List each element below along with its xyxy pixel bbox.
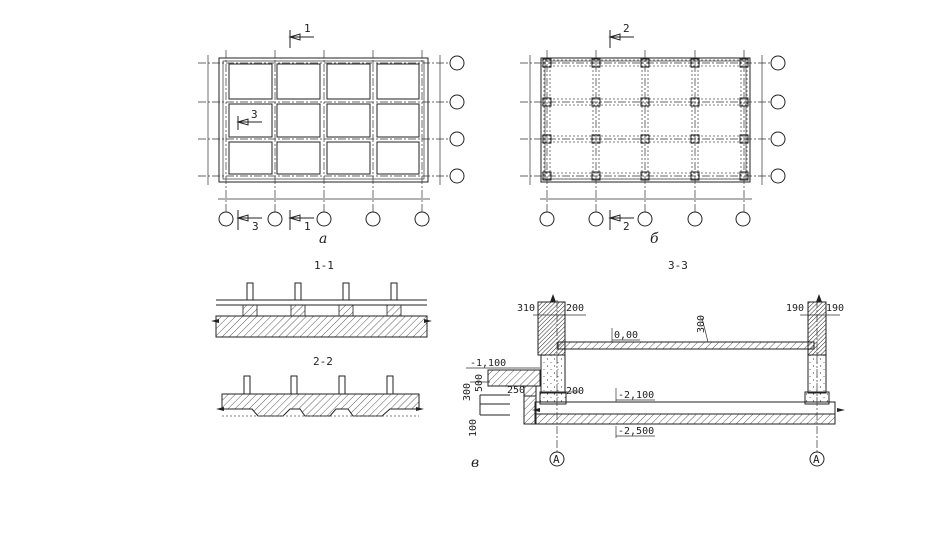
- axis-bubble: [588, 211, 604, 227]
- column-stubs: [243, 375, 394, 395]
- dimension-label: 310: [517, 303, 535, 314]
- plan-a: 1 1 3 3 а: [198, 22, 465, 247]
- cut-marker-2-bottom: 2: [608, 210, 634, 233]
- axis-bubble: [770, 131, 786, 147]
- section-title: 1-1: [314, 259, 334, 272]
- cut-marker-3-left: 3: [236, 108, 262, 130]
- section-1-1: 1-1: [211, 259, 432, 338]
- cut-marker-1-bottom: 1: [288, 210, 314, 233]
- dimension-label: 200: [566, 303, 584, 314]
- cut-marker-2-top: 2: [608, 22, 634, 48]
- dimension-label: 200: [566, 386, 584, 397]
- axis-bubble: [449, 94, 465, 110]
- axis-label: А: [553, 453, 560, 466]
- axis-bubble: [809, 451, 825, 467]
- axis-bubble: [414, 211, 430, 227]
- dimension-label: 500: [474, 374, 485, 392]
- cut-label: 3: [252, 220, 259, 233]
- section-2-2: 2-2: [216, 355, 424, 417]
- cut-label: 2: [623, 22, 630, 35]
- axis-bubble: [267, 211, 283, 227]
- cut-label: 1: [304, 22, 311, 35]
- axis-bubble: [770, 55, 786, 71]
- axis-bubble: [637, 211, 653, 227]
- axis-bubble: [449, 131, 465, 147]
- cut-marker-1-top: 1: [288, 22, 314, 48]
- cut-marker-3-bottom: 3: [236, 210, 262, 233]
- axis-bubble: [770, 168, 786, 184]
- axis-bubble: [770, 94, 786, 110]
- column-stubs: [246, 282, 398, 301]
- axis-bubble: [218, 211, 234, 227]
- level-label: 0,00: [614, 330, 638, 341]
- axis-bubble: [449, 168, 465, 184]
- dimension-label: 100: [468, 419, 479, 437]
- section-title: 2-2: [313, 355, 333, 368]
- section-c-caption: в: [471, 455, 479, 471]
- plan-b-caption: б: [650, 231, 659, 247]
- ribs: [242, 304, 402, 317]
- axis-bubble: [687, 211, 703, 227]
- level-label: -2,500: [618, 426, 654, 437]
- dimension-label: 300: [696, 315, 707, 333]
- dimension-label: 190: [786, 303, 804, 314]
- plan-a-axes: [198, 50, 450, 215]
- dimension-lines: [466, 314, 840, 438]
- section-3-3: 3-3 А А: [462, 259, 845, 471]
- axis-bubble: [365, 211, 381, 227]
- cut-label: 3: [251, 108, 258, 121]
- axis-bubble: [735, 211, 751, 227]
- plan-a-cells: [228, 63, 420, 175]
- plan-b: 2 2 б: [520, 22, 786, 247]
- level-label: -2,100: [618, 390, 654, 401]
- plan-b-axes: [520, 50, 770, 215]
- dimension-label: 300: [462, 383, 473, 401]
- level-label: -1,100: [470, 358, 506, 369]
- axis-label: А: [813, 453, 820, 466]
- axis-bubble: [316, 211, 332, 227]
- axis-bubble: [539, 211, 555, 227]
- axis-bubble: [449, 55, 465, 71]
- cut-label: 2: [623, 220, 630, 233]
- dimension-label: 250: [507, 385, 525, 396]
- section-title: 3-3: [668, 259, 688, 272]
- cut-label: 1: [304, 220, 311, 233]
- plan-b-beams: [541, 58, 750, 182]
- plan-a-caption: а: [319, 231, 327, 247]
- axis-bubble: [549, 451, 565, 467]
- plan-b-columns: [542, 58, 749, 181]
- dimension-label: 190: [826, 303, 844, 314]
